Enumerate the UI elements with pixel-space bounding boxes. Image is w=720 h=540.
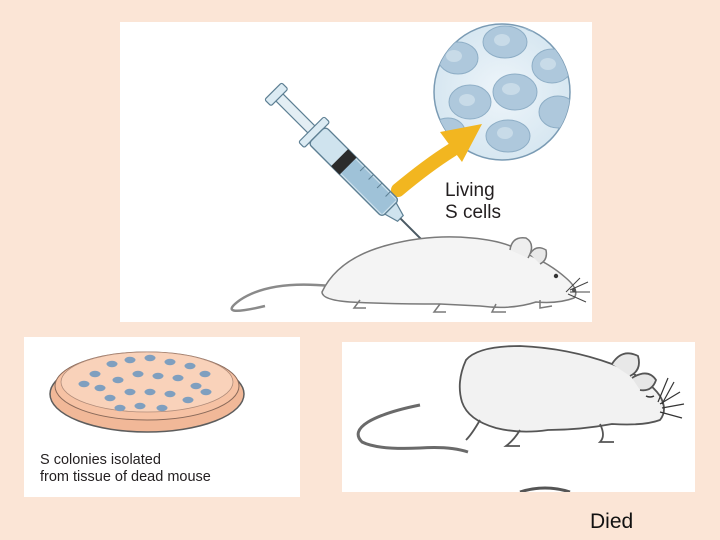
magnified-cells-icon — [433, 23, 571, 161]
living-cells-label-line-2: S cells — [445, 202, 501, 223]
colony-dots — [78, 354, 212, 412]
result-label: Died — [590, 510, 634, 533]
colonies-caption-line-1: S colonies isolated — [40, 452, 161, 468]
living-cells-label-line-1: Living — [445, 180, 495, 201]
colonies-caption-line-2: from tissue of dead mouse — [40, 469, 211, 485]
mouse-icon — [230, 236, 590, 313]
petri-dish-icon — [49, 351, 245, 433]
dead-mouse-icon — [356, 345, 685, 492]
syringe-icon — [264, 82, 437, 255]
curved-arrow-icon — [391, 124, 482, 197]
